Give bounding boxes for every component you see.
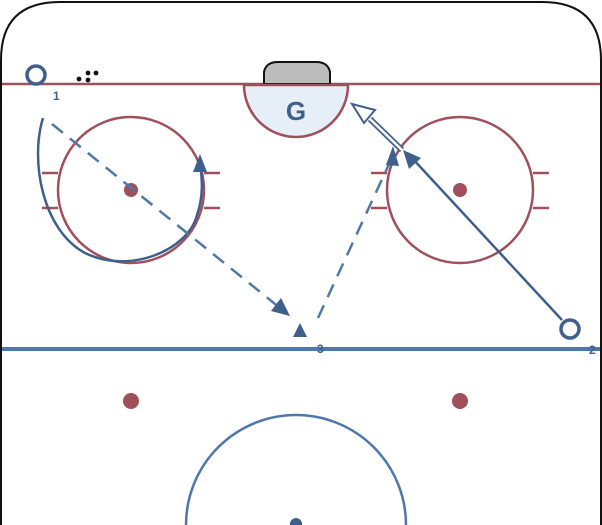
player-3-label: 3	[317, 342, 324, 356]
player-1-skate-path	[36, 117, 204, 263]
goalie-label: G	[286, 96, 306, 126]
neutral-dot-right	[452, 393, 468, 409]
puck-icon	[76, 70, 99, 83]
pass-1-arrowhead	[271, 298, 290, 316]
pass-3-arrowhead	[386, 146, 399, 166]
right-faceoff-circle	[371, 115, 549, 265]
player-2-label: 2	[589, 343, 596, 357]
player-2-skate-arrowhead	[403, 150, 421, 169]
center-circle	[184, 413, 408, 525]
player-1-label: 1	[53, 89, 60, 103]
player-1-skate-arrowhead	[193, 154, 207, 172]
pass-3-to-2	[316, 161, 392, 319]
center-dot	[290, 518, 302, 525]
right-faceoff-dot	[453, 183, 467, 197]
shot-arrow	[349, 102, 405, 153]
player-1-marker-icon	[25, 64, 47, 86]
pass-1-to-3	[51, 123, 281, 309]
player-3-marker	[293, 323, 307, 337]
player-2-skate-path	[411, 157, 563, 321]
left-faceoff-circle	[42, 115, 220, 265]
goal-crease	[242, 83, 350, 139]
goal-net	[263, 61, 331, 85]
neutral-dot-left	[123, 393, 139, 409]
player-2-marker-icon	[559, 318, 581, 340]
